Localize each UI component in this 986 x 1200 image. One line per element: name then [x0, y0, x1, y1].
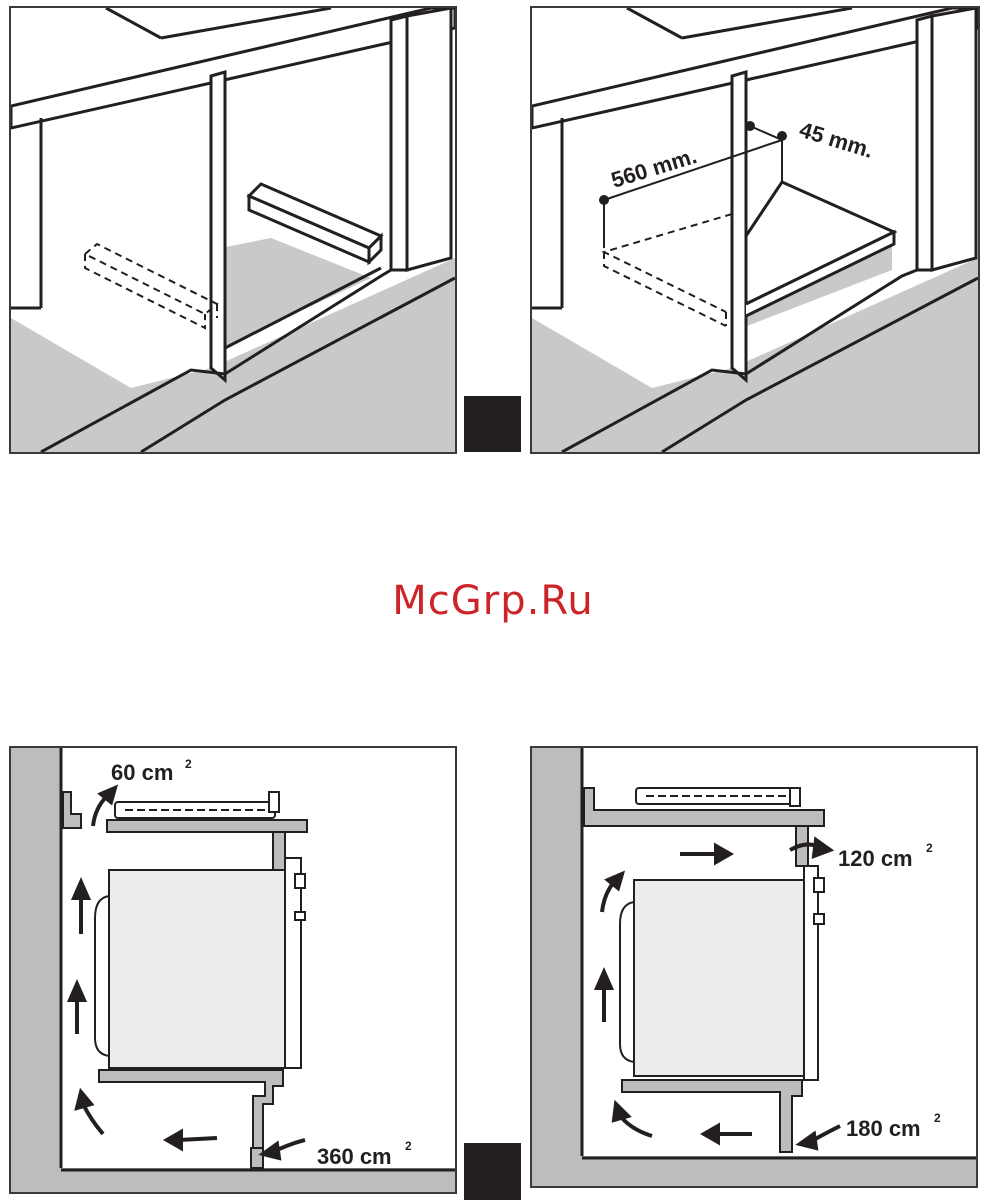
side-panel [917, 16, 932, 270]
divider-panel [732, 72, 746, 380]
side-panel [391, 16, 407, 270]
oven-base [622, 1080, 802, 1152]
cabinet-dimensions-drawing: 560 mm. 45 mm. [532, 8, 978, 452]
countertop [107, 820, 307, 832]
cabinet-support-figure [9, 6, 457, 454]
oven [95, 858, 305, 1068]
wall [11, 748, 61, 1192]
dimension-point [777, 131, 787, 141]
width-dimension-label: 560 mm. [608, 143, 700, 193]
floor [532, 1156, 976, 1186]
dimension-point [599, 195, 609, 205]
floor [11, 1168, 455, 1192]
dimension-point [745, 121, 755, 131]
figure-marker-top [464, 396, 521, 452]
watermark: McGrp.Ru [0, 578, 986, 624]
ventilation-figure-right: 120 cm 2 180 cm 2 [530, 746, 978, 1188]
support-strip-dashed [85, 244, 217, 328]
wall [532, 748, 582, 1186]
vent-bottom-exponent: 2 [934, 1111, 941, 1125]
depth-dimension-label: 45 mm. [797, 117, 877, 163]
hob [636, 788, 800, 806]
hob [115, 792, 279, 818]
ventilation-figure-left: 60 cm 2 360 cm 2 [9, 746, 457, 1194]
vent-bottom-label: 180 cm [846, 1116, 921, 1141]
ventilation-drawing-left: 60 cm 2 360 cm 2 [11, 748, 455, 1192]
shelf-dashed [604, 214, 732, 326]
vent-top-label: 60 cm [111, 760, 173, 785]
divider-panel [211, 72, 225, 380]
cabinet-dimensions-figure: 560 mm. 45 mm. [530, 6, 980, 454]
oven [620, 866, 824, 1080]
vent-bottom-exponent: 2 [405, 1139, 412, 1153]
vent-top-label: 120 cm [838, 846, 913, 871]
ventilation-drawing-right: 120 cm 2 180 cm 2 [532, 748, 976, 1186]
vent-top-exponent: 2 [185, 757, 192, 771]
figure-marker-bottom [464, 1143, 521, 1200]
cabinet-support-drawing [11, 8, 455, 452]
vent-bottom-label: 360 cm [317, 1144, 392, 1169]
vent-top-exponent: 2 [926, 841, 933, 855]
